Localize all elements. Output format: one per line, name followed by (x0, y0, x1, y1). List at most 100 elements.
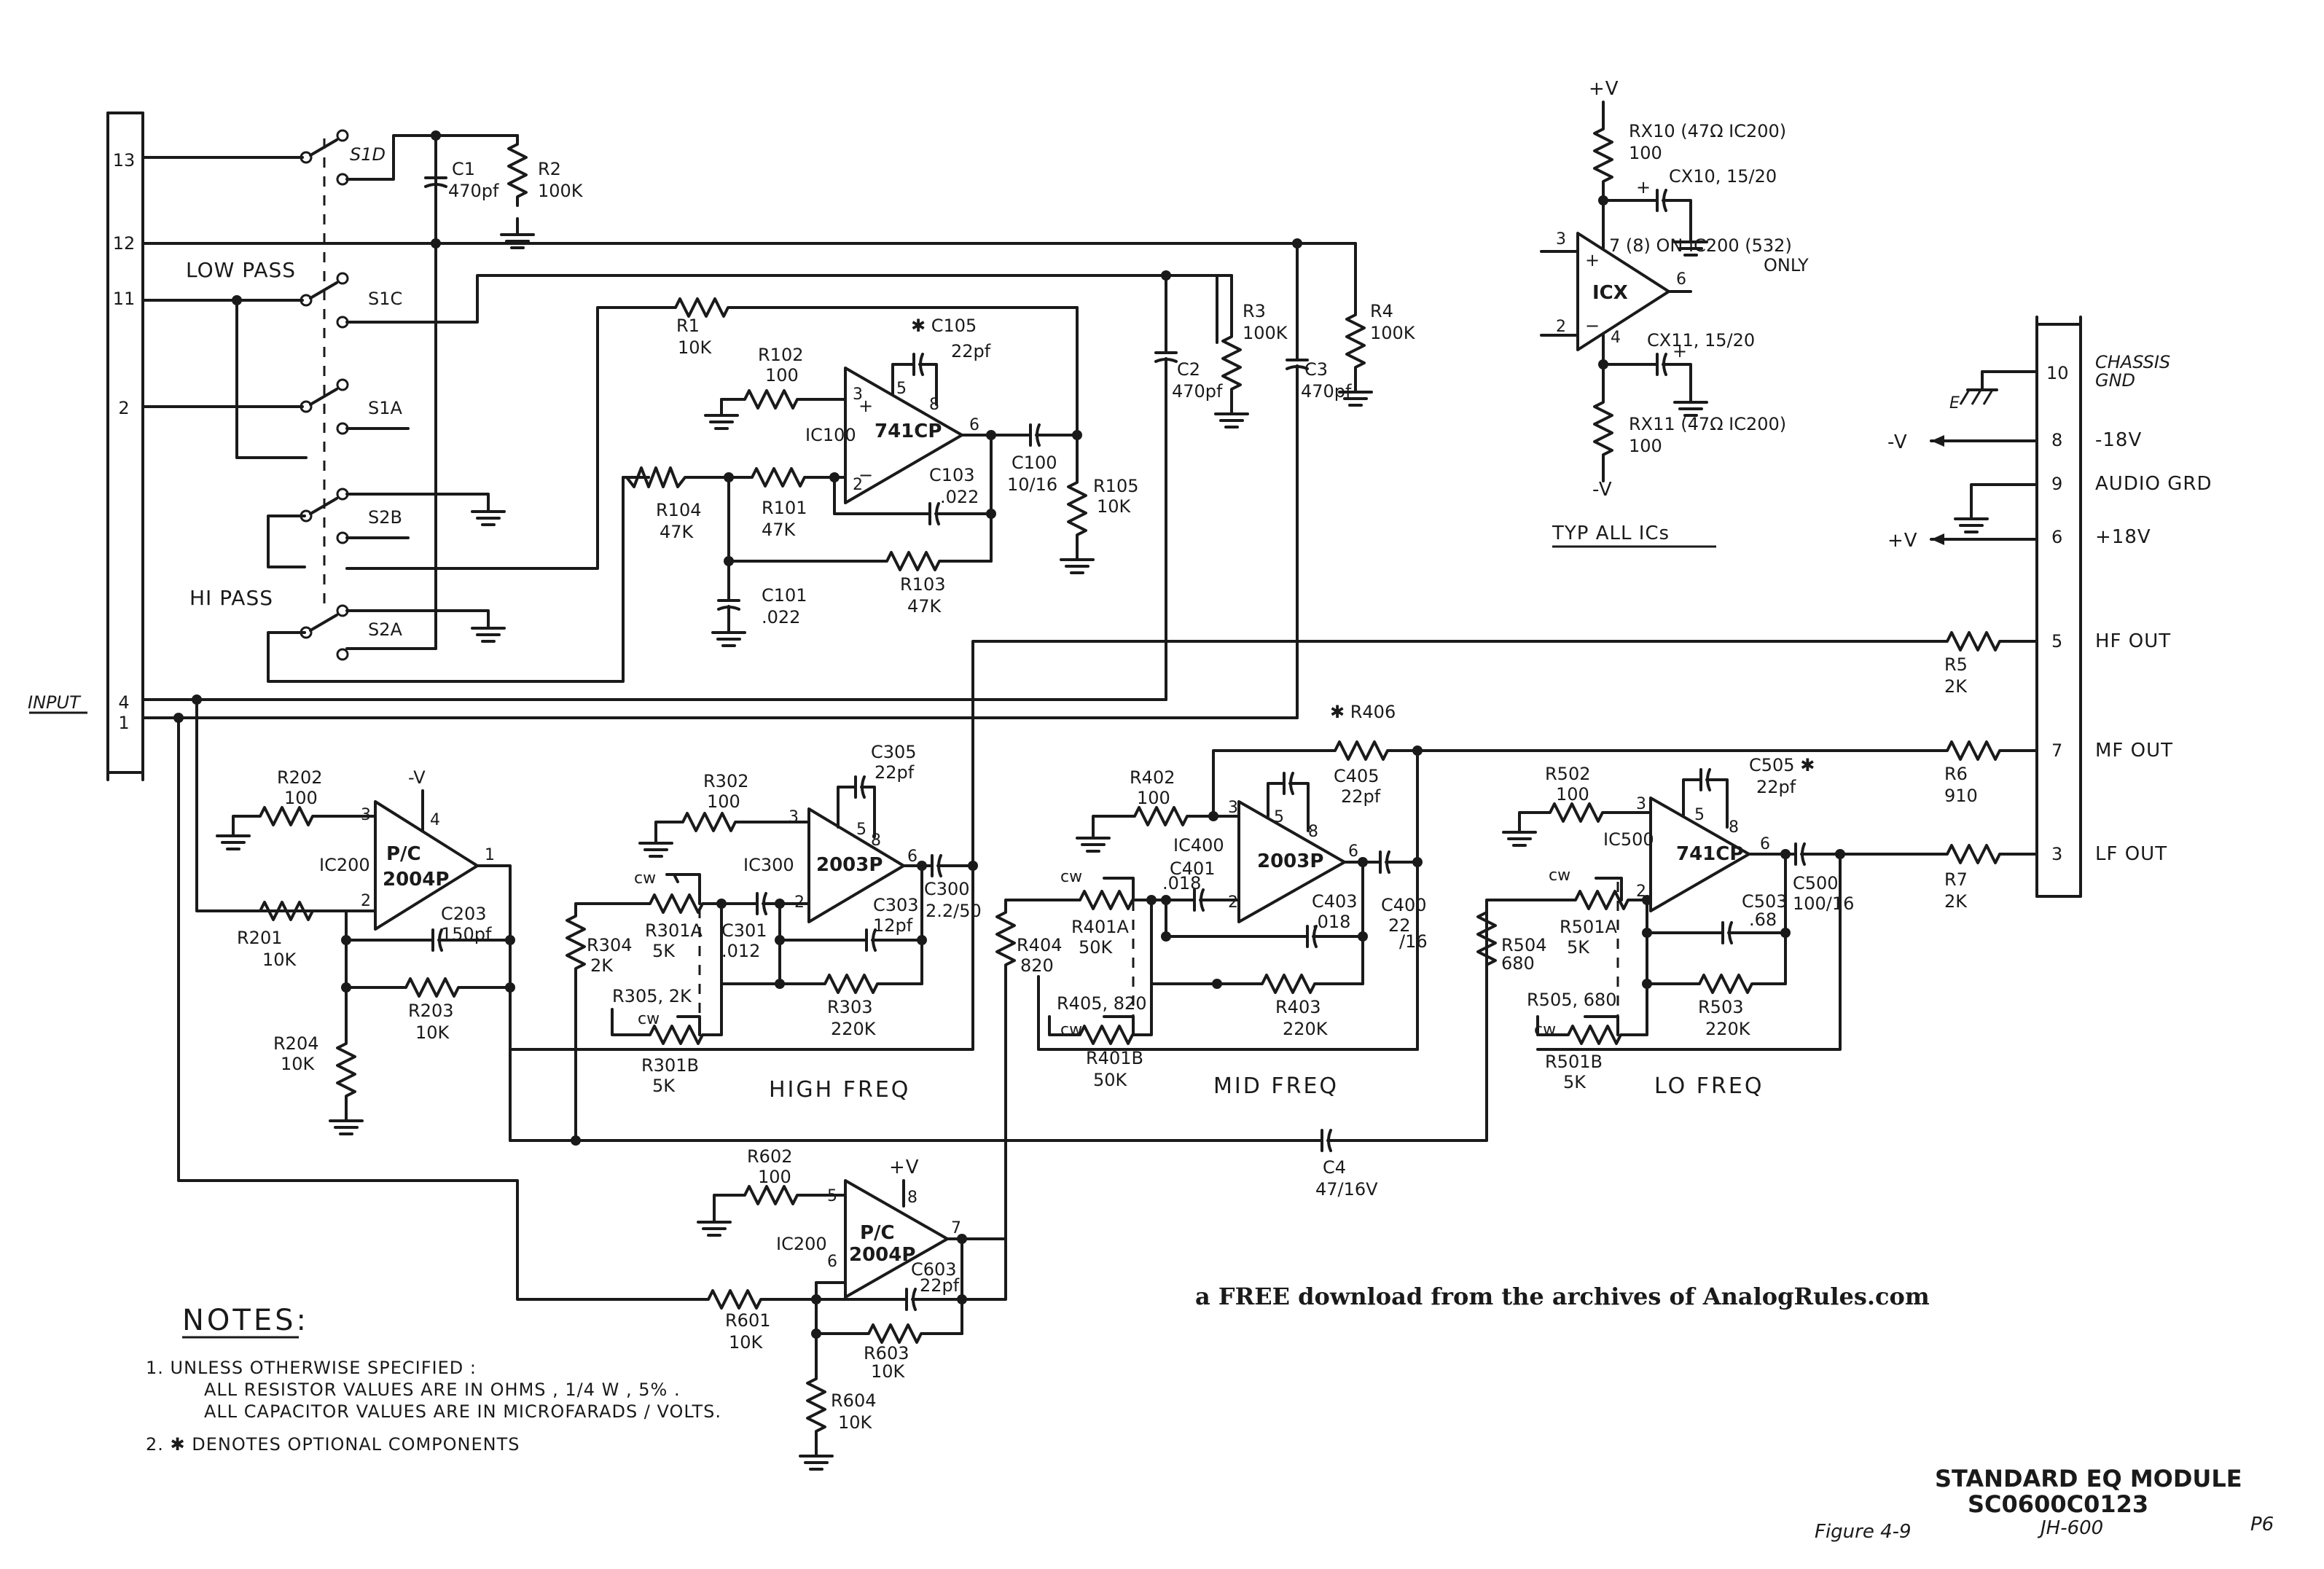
c400-label: C400 (1381, 895, 1427, 915)
r201-value: 10K (262, 950, 297, 970)
input-pin-2: 2 (118, 398, 129, 418)
c403-value: .018 (1312, 912, 1350, 932)
r2-value: 100K (538, 181, 584, 201)
page-label: P6 (2250, 1514, 2274, 1535)
r301a-label: R301A (645, 920, 703, 941)
r303-label: R303 (827, 997, 872, 1017)
r302-value: 100 (707, 791, 740, 812)
c401-label: C401 (1170, 858, 1216, 879)
r401b-label: R401B (1086, 1048, 1143, 1068)
r504-value: 680 (1501, 953, 1535, 974)
input-pin-1: 1 (118, 713, 129, 733)
c305-value: 22pf (875, 762, 915, 783)
out-pin-7: 7 (2051, 740, 2062, 761)
icx-pin3: 3 (1556, 230, 1566, 249)
c3-label: C3 (1304, 359, 1328, 380)
output-connector: 10 8 9 6 5 7 3 CHASSIS GND -18V AUDIO GR… (1887, 316, 2211, 898)
r502-value: 100 (1556, 784, 1589, 805)
c103-label: C103 (929, 465, 975, 485)
out-hf-label: HF OUT (2095, 630, 2171, 652)
switch-s1d-label: S1D (350, 144, 386, 165)
ic200a-type2: 2004P (383, 869, 449, 891)
ic400-pin3: 3 (1228, 799, 1238, 817)
ic200b-ref: IC200 (776, 1234, 827, 1254)
icx-name: ICX (1592, 282, 1628, 304)
c100-label: C100 (1012, 453, 1057, 473)
r404-value: 820 (1020, 955, 1054, 976)
c403-label: C403 (1312, 891, 1358, 912)
r101-label: R101 (762, 498, 807, 518)
ic200a-pin2: 2 (361, 892, 371, 910)
ic400-pin6: 6 (1348, 842, 1358, 861)
r7-value: 2K (1944, 891, 1968, 912)
r304-value: 2K (590, 955, 614, 976)
r401b-value: 50K (1093, 1070, 1128, 1090)
c4-value: 47/16V (1315, 1179, 1378, 1200)
r601-label: R601 (725, 1310, 770, 1331)
output-resistors: R5 2K R6 910 R7 2K (1937, 631, 2038, 912)
switch-s2a-label: S2A (368, 619, 403, 640)
icx-pin7-note: 7 (8) ON IC200 (532) (1609, 235, 1792, 256)
switch-s2b-label: S2B (368, 507, 402, 528)
ic200b-rail: +V (889, 1157, 920, 1178)
c400-voltage: /16 (1399, 931, 1428, 952)
ic200a-pin4: 4 (430, 811, 440, 829)
lo-freq-label: LO FREQ (1654, 1073, 1764, 1099)
r6-value: 910 (1944, 786, 1978, 806)
rx11-value: 100 (1629, 436, 1662, 456)
r405-label: R405, 820 (1057, 993, 1147, 1014)
rail-neg-label: -V (1887, 431, 1908, 453)
r603-value: 10K (871, 1361, 906, 1382)
r402-value: 100 (1137, 788, 1170, 808)
c500-label: C500 (1793, 873, 1839, 893)
r301a-value: 5K (652, 941, 676, 961)
out-pin-8: 8 (2051, 430, 2062, 450)
r404-label: R404 (1017, 935, 1062, 955)
r103-value: 47K (907, 596, 942, 617)
r505-label: R505, 680 (1527, 990, 1617, 1010)
c405-value: 22pf (1341, 786, 1381, 807)
cx10-plus: + (1636, 177, 1651, 197)
switch-s1c-label: S1C (368, 289, 402, 309)
out-chassis-label: CHASSIS (2095, 352, 2170, 372)
r305-label: R305, 2K (612, 986, 692, 1006)
ic100-pin5: 5 (896, 380, 907, 398)
r7-label: R7 (1944, 869, 1968, 890)
ic200b-pin8: 8 (907, 1189, 918, 1207)
c101-value: .022 (762, 607, 800, 627)
ic300-ref: IC300 (743, 855, 794, 875)
r401b-cw: cw (1060, 1021, 1082, 1039)
r602-label: R602 (747, 1146, 792, 1167)
c603-label: C603 (911, 1259, 957, 1280)
typical-ic-power: +V RX10 (47Ω IC200) 100 + CX10, 15/20 IC… (1540, 78, 1809, 548)
r6-label: R6 (1944, 764, 1968, 784)
figure-label: Figure 4-9 (1815, 1521, 1912, 1543)
svg-text:+: + (1585, 250, 1600, 270)
ic200a-rail: -V (408, 767, 426, 788)
r501b-value: 5K (1563, 1072, 1586, 1092)
ic300-pin6: 6 (907, 848, 918, 866)
cx10-label: CX10, 15/20 (1669, 166, 1777, 187)
ic200a-pin1: 1 (485, 846, 495, 864)
r101-value: 47K (762, 520, 797, 540)
notes-heading: NOTES: (182, 1304, 309, 1337)
rx10-label: RX10 (47Ω IC200) (1629, 121, 1786, 141)
c301-value: .012 (721, 941, 760, 961)
c301-label: C301 (721, 920, 767, 941)
out-pos18-label: +18V (2095, 526, 2151, 548)
out-pin-3: 3 (2051, 844, 2062, 864)
c1-label: C1 (452, 159, 475, 179)
svg-text:−: − (1585, 316, 1600, 336)
ic400-ref: IC400 (1173, 835, 1224, 856)
cx11-plus: + (1672, 341, 1687, 361)
c505-value: 22pf (1756, 777, 1796, 797)
ic200b-type2: 2004P (849, 1244, 915, 1266)
archive-credit: a FREE download from the archives of Ana… (1195, 1283, 1930, 1310)
r201-label: R201 (237, 928, 282, 948)
r602-value: 100 (758, 1167, 791, 1187)
title-block: STANDARD EQ MODULE SC0600C0123 Figure 4-… (1815, 1465, 2274, 1543)
ic100-section: R1 10K 741CP IC100 3 2 5 8 6 + − ✱ C105 … (622, 297, 1138, 647)
r3-label: R3 (1243, 301, 1266, 321)
ic400-pin2: 2 (1228, 893, 1238, 912)
r501b-label: R501B (1545, 1052, 1603, 1072)
